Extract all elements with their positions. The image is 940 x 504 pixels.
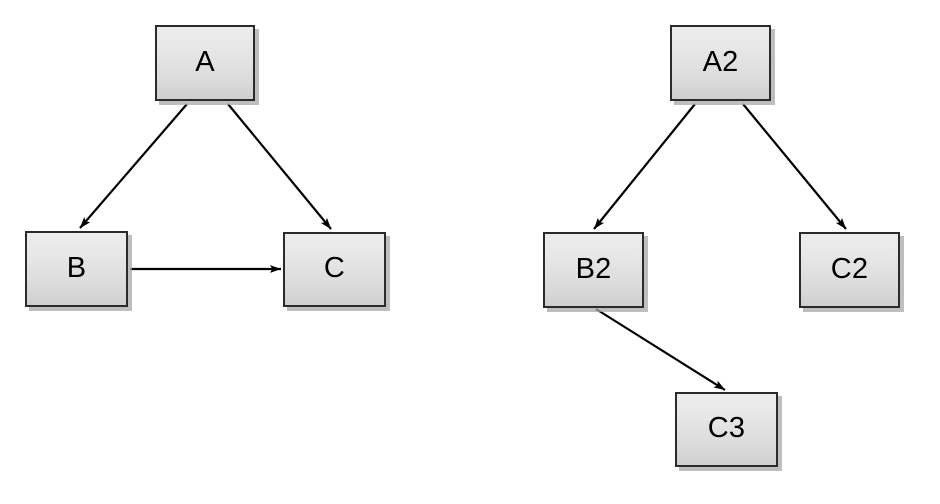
node-label: C — [323, 252, 346, 284]
node-c2[interactable]: C2 — [799, 232, 900, 308]
node-b[interactable]: B — [25, 231, 128, 307]
edge-a2-b2 — [593, 103, 696, 230]
node-a2[interactable]: A2 — [670, 25, 771, 101]
node-b2[interactable]: B2 — [543, 232, 644, 308]
node-label: C3 — [707, 412, 746, 444]
node-label: A2 — [702, 45, 739, 78]
edge-a2-c2 — [742, 103, 847, 230]
edges-group — [79, 103, 847, 391]
node-label: B — [66, 251, 87, 284]
node-label: A — [195, 45, 215, 78]
node-c3[interactable]: C3 — [675, 392, 778, 467]
edge-a-b — [79, 103, 188, 229]
edge-a-c — [227, 103, 332, 230]
node-label: B2 — [575, 252, 612, 285]
node-a[interactable]: A — [155, 25, 255, 101]
node-label: C2 — [830, 252, 869, 285]
edge-b2-c3 — [595, 308, 726, 391]
node-c[interactable]: C — [283, 232, 386, 307]
